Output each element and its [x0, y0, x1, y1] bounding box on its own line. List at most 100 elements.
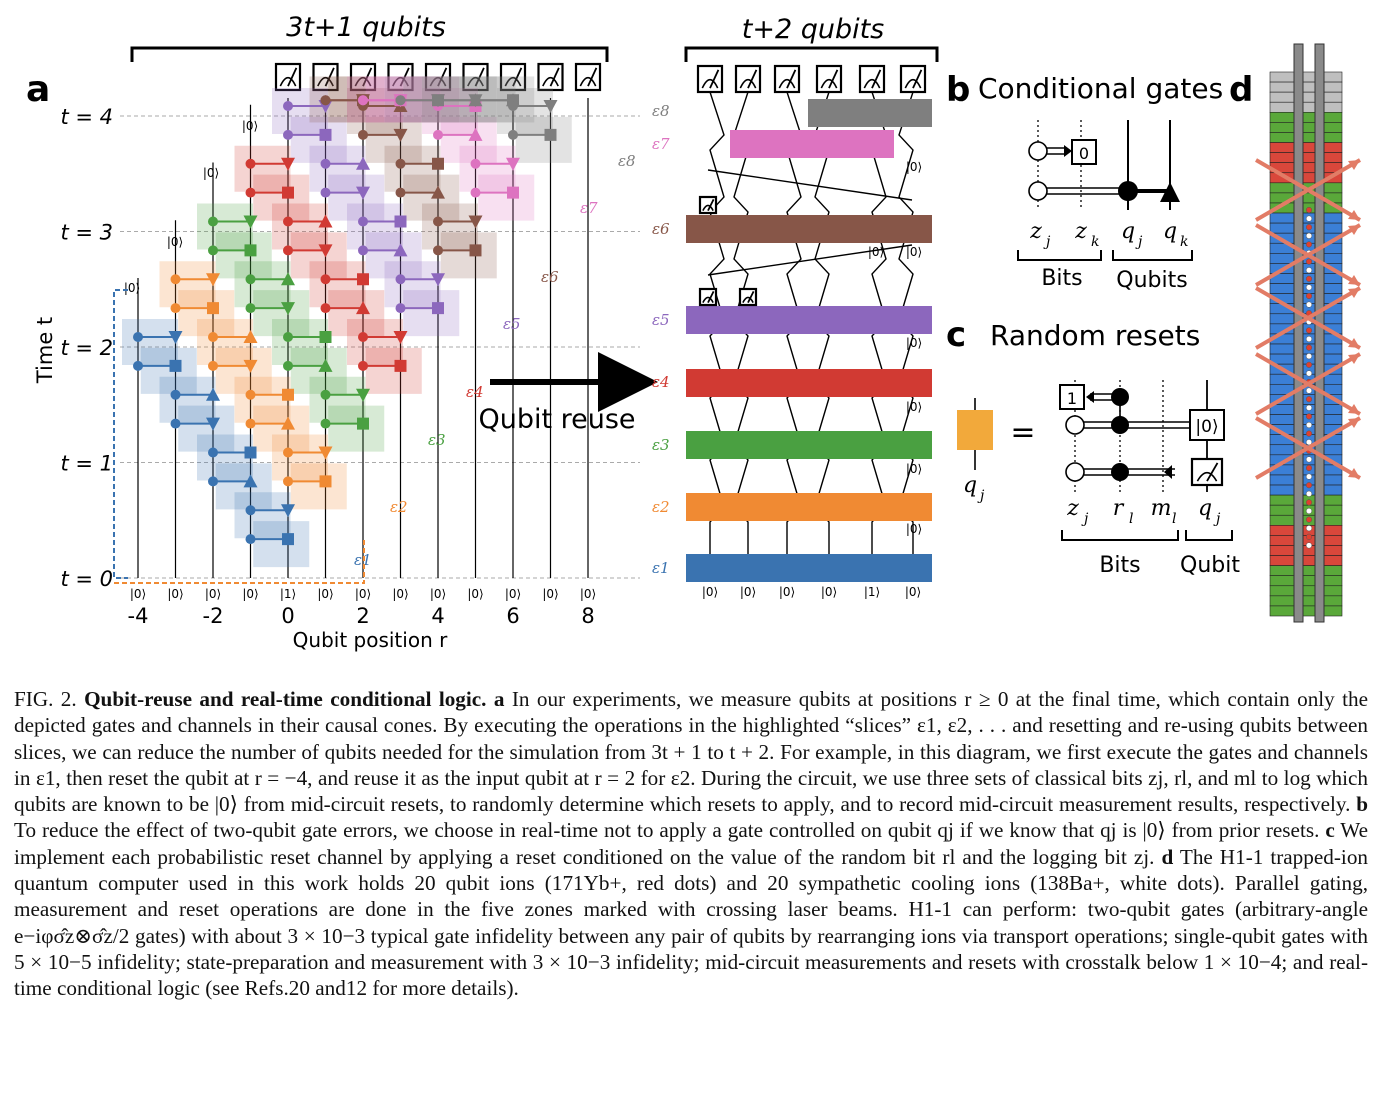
slice-band [309, 145, 366, 192]
meter-arc-icon [863, 78, 881, 89]
reset-ket: |0⟩ [868, 245, 884, 259]
gate-triangle-down [356, 388, 370, 402]
meter-arc-icon [354, 76, 372, 87]
barium-ion [1305, 387, 1313, 394]
laser-beam [1255, 352, 1361, 416]
meter-needle-icon [399, 67, 410, 87]
gate-triangle-down [168, 331, 183, 344]
gate-control-dot [470, 95, 481, 106]
trap-electrode [1269, 101, 1343, 113]
barium-ion [1305, 421, 1313, 429]
caption-a-label: a [493, 687, 505, 711]
reuse-wire [707, 244, 913, 276]
meter-arc-icon [702, 204, 714, 211]
reuse-path-orange [114, 540, 365, 584]
wire-subscript: j [1081, 511, 1089, 527]
slice-band [478, 174, 535, 221]
bottom-ket: |0⟩ [205, 587, 221, 601]
reset-channel-box [957, 410, 993, 450]
wire-label: z [1066, 496, 1079, 521]
reset-box-label: |0⟩ [1195, 417, 1218, 437]
panel-a-header: 3t+1 qubits [286, 12, 446, 43]
barium-ion [1305, 490, 1313, 497]
reset-ket: |0⟩ [167, 235, 183, 249]
gate-triangle-down [243, 215, 258, 229]
slice-label: ε2 [652, 498, 670, 516]
bits-bracket [1061, 530, 1179, 541]
trap-electrode [1269, 91, 1343, 103]
gate-triangle-up [281, 416, 295, 430]
slice-band [403, 290, 460, 337]
y-axis-label: Time t [33, 317, 57, 384]
trap-rail [1293, 43, 1304, 623]
slice-label: ε3 [652, 436, 670, 454]
slice-band [159, 376, 216, 423]
slice-band [272, 319, 328, 365]
slice-band [290, 463, 347, 510]
gate-triangle-down [206, 273, 220, 287]
gate-triangle-down [318, 446, 333, 460]
caption-a-text: In our experiments, we measure qubits at… [14, 687, 1369, 817]
gate-control-dot [170, 389, 181, 400]
gate-control-dot [320, 303, 331, 314]
reset-ket: |0⟩ [906, 336, 922, 350]
meter-needle-icon [437, 67, 448, 87]
slice-label: ε1 [652, 559, 670, 577]
slice-band [459, 145, 516, 192]
slice-bar [730, 130, 894, 158]
slice-band [422, 88, 478, 134]
meter-needle-icon [828, 69, 839, 89]
ytterbium-ion [1305, 533, 1313, 540]
trap-electrode [1269, 605, 1343, 617]
bottom-ket: |1⟩ [280, 587, 296, 601]
laser-arrow-icon [1348, 288, 1360, 298]
gate-triangle-down [281, 157, 295, 171]
trap-electrode [1269, 222, 1343, 234]
slice-label: ε8 [652, 102, 670, 120]
bit-value-label: 1 [1067, 389, 1077, 408]
trap-electrode [1269, 464, 1343, 476]
gate-control-dot [208, 360, 218, 371]
gate-square [432, 302, 444, 315]
slice-label: ε4 [466, 383, 484, 401]
meter-needle-icon [1206, 462, 1219, 482]
control-dot [1118, 181, 1138, 201]
gate-control-dot [283, 447, 293, 458]
wire-label: r [1113, 496, 1125, 521]
gate-triangle-up [243, 474, 258, 488]
gate-square [394, 359, 407, 372]
bottom-ket: |0⟩ [242, 587, 258, 601]
slice-band [290, 347, 347, 394]
gate-control-dot [433, 129, 443, 140]
laser-beam [1255, 416, 1361, 480]
bit-node [1065, 462, 1085, 482]
meter-needle-icon [912, 69, 923, 89]
barium-ion [1305, 301, 1313, 308]
meter-arc-icon [542, 76, 559, 87]
bottom-ket: |0⟩ [580, 587, 596, 601]
gate-square [432, 157, 444, 170]
laser-arrow-icon [1348, 468, 1360, 478]
barium-ion [1305, 542, 1313, 549]
slice-label: ε8 [618, 152, 636, 170]
gate-triangle-up [468, 127, 483, 141]
gate-square [319, 331, 332, 343]
gate-triangle-down [318, 244, 333, 258]
gate-control-dot [320, 158, 331, 169]
bits-label: Bits [1099, 553, 1140, 578]
wire-subscript: j [1043, 234, 1051, 250]
slice-band [328, 174, 385, 221]
gate-control-dot [208, 476, 218, 487]
trap-electrode [1269, 585, 1343, 597]
panel-label-b: b [946, 70, 970, 110]
barium-ion [1305, 232, 1313, 239]
gate-square [469, 244, 482, 257]
laser-arrow-icon [1348, 404, 1360, 414]
bit-value-label: 0 [1079, 144, 1089, 163]
gate-control-dot [283, 245, 293, 256]
slice-band [253, 521, 310, 568]
slice-band [234, 492, 291, 539]
gate-triangle-down [468, 215, 483, 229]
slice-label: ε5 [503, 315, 521, 333]
